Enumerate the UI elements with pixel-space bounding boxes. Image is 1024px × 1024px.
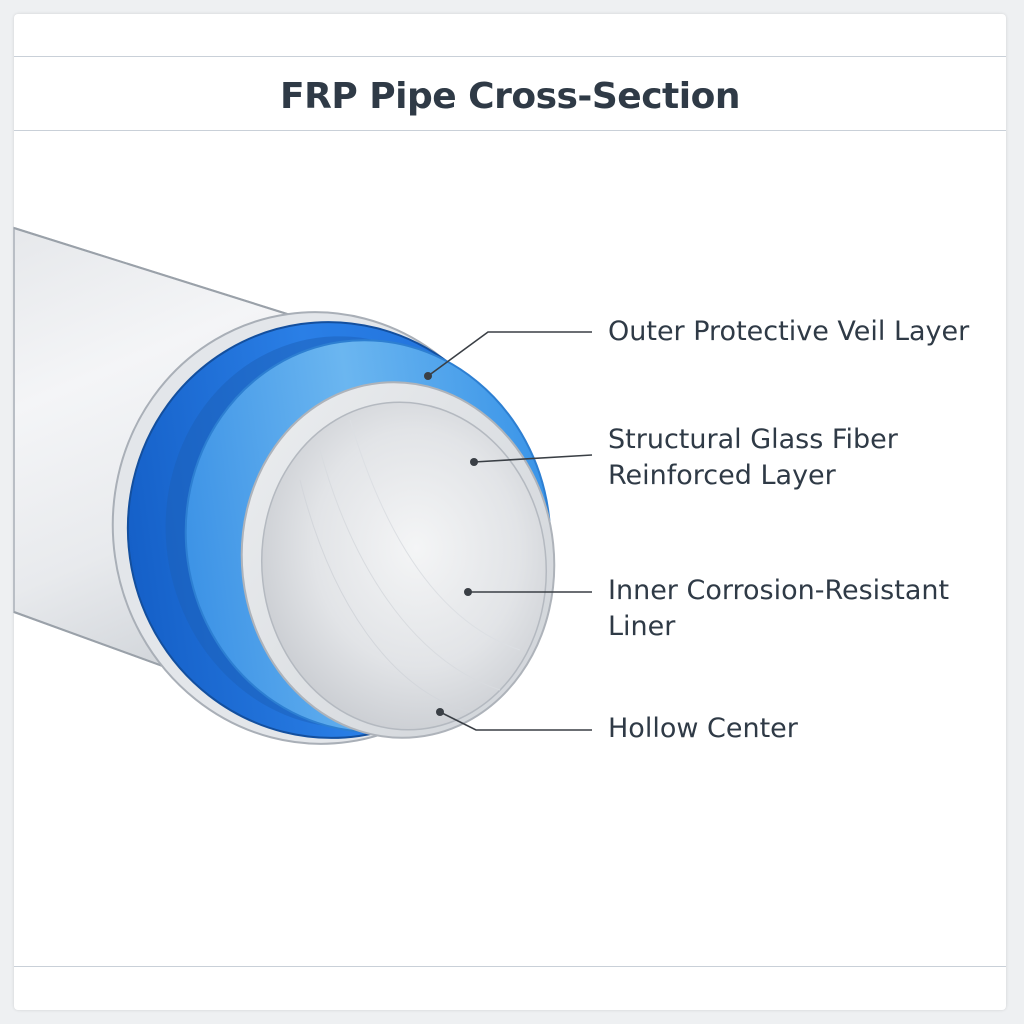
leader-hollow: [439, 711, 592, 731]
label-liner-line1: Inner Corrosion-Resistant: [608, 575, 950, 606]
dot-outer-veil: [424, 372, 432, 380]
dot-hollow: [436, 708, 444, 716]
leader-dots: [424, 372, 478, 716]
label-hollow-center: Hollow Center: [608, 713, 798, 744]
title-divider: [14, 130, 1006, 131]
bottom-divider: [14, 966, 1006, 967]
leader-lines: [427, 331, 593, 731]
label-structural-line2: Reinforced Layer: [608, 460, 836, 491]
page-title: FRP Pipe Cross-Section: [280, 76, 740, 117]
label-structural-line1: Structural Glass Fiber: [608, 424, 898, 455]
dot-liner: [464, 588, 472, 596]
leader-structural: [473, 454, 593, 463]
top-divider: [14, 56, 1006, 57]
dot-structural: [470, 458, 478, 466]
label-liner-line2: Liner: [608, 611, 676, 642]
leader-outer-veil: [427, 331, 592, 377]
label-outer-veil: Outer Protective Veil Layer: [608, 316, 970, 347]
hollow-center: [260, 401, 548, 731]
